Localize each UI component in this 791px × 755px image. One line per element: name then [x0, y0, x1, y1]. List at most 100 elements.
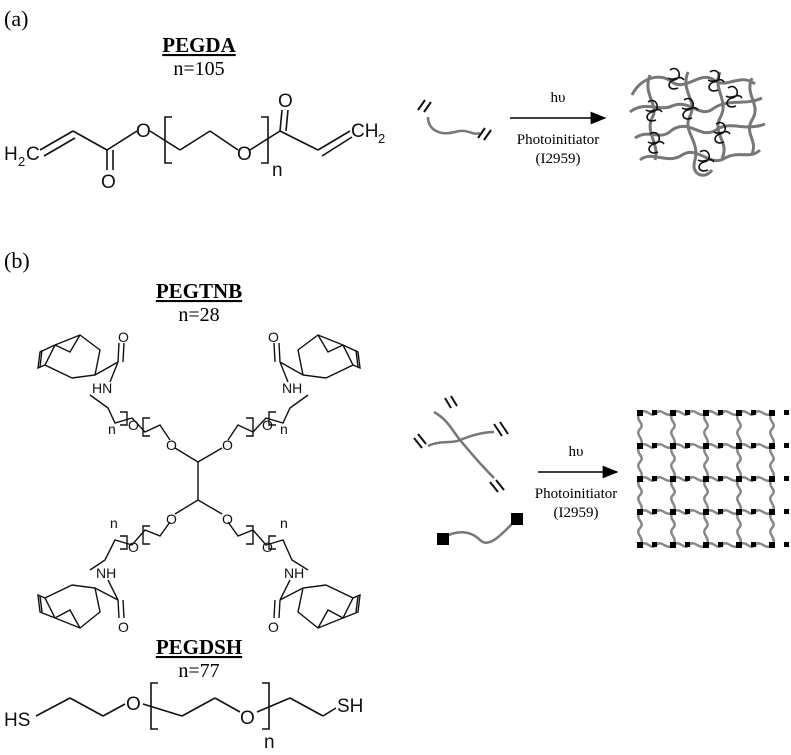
arrow-a-hv: hυ — [551, 90, 566, 106]
network-strand-v — [769, 445, 775, 480]
network-crosslink — [637, 443, 643, 449]
network-strand-v — [736, 445, 742, 480]
network-thiol-node — [784, 410, 789, 415]
arrow-a-i2959: (I2959) — [536, 151, 581, 167]
network-crosslink — [637, 509, 643, 515]
pegtnb-hn-tl: HN — [92, 380, 112, 396]
network-strand-v — [637, 445, 643, 480]
network-crosslink — [769, 476, 775, 482]
network-crosslink — [736, 410, 742, 416]
pegtnb-o-tr: O — [268, 329, 279, 345]
pegda-ch2-ch: CH — [351, 121, 378, 142]
network-thiol-node — [652, 476, 657, 481]
network-strand-v — [670, 511, 676, 546]
acrylate-marks — [417, 99, 492, 141]
panel-a-label: (a) — [4, 6, 28, 31]
network-crosslink — [769, 443, 775, 449]
network-thiol-node — [652, 542, 657, 547]
network-crosslink — [736, 476, 742, 482]
pegdsh-title: PEGDSH — [156, 635, 242, 659]
network-thiol-node — [718, 410, 723, 415]
network-thiol-node — [784, 509, 789, 514]
pegtnb-n: n=28 — [178, 304, 219, 326]
network-strand-v — [703, 511, 709, 546]
network-thiol-node — [652, 410, 657, 415]
pegtnb-title: PEGTNB — [156, 279, 242, 303]
network-crosslink — [670, 410, 676, 416]
network-strand-v — [703, 478, 709, 513]
network-crosslink — [703, 476, 709, 482]
network-crosslink — [769, 410, 775, 416]
pegdsh-structure — [35, 682, 337, 730]
network-thiol-node — [751, 410, 756, 415]
network-crosslink — [637, 410, 643, 416]
network-thiol-node — [784, 476, 789, 481]
dithiol-cartoon — [437, 513, 523, 545]
pegdsh-n-subscript: n — [264, 732, 275, 753]
network-thiol-node — [718, 476, 723, 481]
network-crosslink — [670, 476, 676, 482]
network-crosslink — [670, 443, 676, 449]
network-thiol-node — [685, 443, 690, 448]
pegtnb-o-tl: O — [118, 329, 129, 345]
thiolene-network — [637, 410, 789, 548]
pegda-title: PEGDA — [162, 33, 236, 57]
network-strand-v — [703, 445, 709, 480]
network-thiol-node — [718, 443, 723, 448]
network-strand-v — [670, 445, 676, 480]
network-strand-v — [670, 412, 676, 447]
pegtnb-nh-bl: NH — [96, 565, 116, 581]
network-thiol-node — [718, 509, 723, 514]
network-thiol-node — [751, 476, 756, 481]
network-thiol-node — [685, 509, 690, 514]
pegda-h2c-h: H — [4, 144, 18, 165]
pegda-monomer-cartoon — [426, 116, 481, 135]
network-crosslink — [670, 542, 676, 548]
pegtnb-o-core-tl: O — [166, 437, 177, 453]
pegdsh-n: n=77 — [178, 660, 219, 682]
network-crosslink — [769, 509, 775, 515]
network-thiol-node — [751, 443, 756, 448]
network-crosslink — [736, 509, 742, 515]
pegdsh-hs: HS — [4, 710, 30, 731]
arrow-b-i2959: (I2959) — [554, 505, 599, 521]
network-strand-v — [736, 412, 742, 447]
fourarm-acrylate-marks — [413, 395, 509, 493]
network-thiol-node — [784, 443, 789, 448]
network-strand-v — [670, 478, 676, 513]
network-strand-v — [703, 412, 709, 447]
pegtnb-o-core-bl: O — [166, 511, 177, 527]
pegtnb-o-peg-tr: O — [262, 417, 273, 433]
pegda-o-ether: O — [237, 144, 252, 165]
arrow-b-photoinitiator: Photoinitiator — [535, 486, 618, 502]
network-strand-v — [736, 478, 742, 513]
network-thiol-node — [652, 443, 657, 448]
pegda-n-subscript: n — [272, 160, 283, 181]
network-thiol-node — [685, 410, 690, 415]
network-strand-v — [637, 478, 643, 513]
pegtnb-o-bl: O — [118, 619, 129, 635]
network-crosslink — [703, 443, 709, 449]
pegda-structure — [39, 109, 353, 170]
network-crosslink — [736, 542, 742, 548]
pegda-o-carbonyl-left: O — [101, 172, 116, 193]
network-thiol-node — [784, 542, 789, 547]
network-crosslink — [736, 443, 742, 449]
pegtnb-o-peg-bl: O — [128, 539, 139, 555]
network-crosslink — [637, 476, 643, 482]
pegtnb-o-peg-br: O — [262, 539, 273, 555]
pegtnb-n-br: n — [280, 515, 288, 531]
network-crosslink — [637, 542, 643, 548]
network-thiol-node — [685, 476, 690, 481]
network-crosslink — [670, 509, 676, 515]
pegtnb-structure — [37, 334, 361, 629]
pegtnb-n-tl: n — [108, 421, 116, 437]
pegda-o-ester-left: O — [136, 121, 151, 142]
network-strand-v — [769, 412, 775, 447]
pegtnb-o-core-tr: O — [222, 437, 233, 453]
pegda-h2c-sub: 2 — [18, 154, 25, 169]
panel-b-label: (b) — [4, 248, 30, 273]
pegtnb-o-peg-tl: O — [128, 417, 139, 433]
network-crosslink — [703, 410, 709, 416]
